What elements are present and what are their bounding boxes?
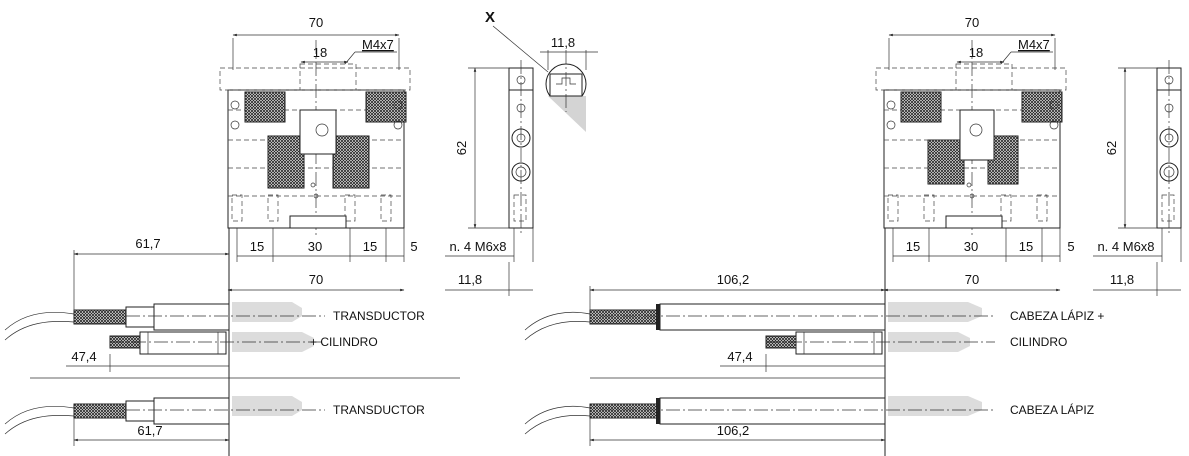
detail-x-label: X — [485, 9, 495, 26]
left-assembly: 70 18 M4x7 15 30 15 5 70 — [4, 9, 598, 456]
left-bottom-width-label: 70 — [309, 272, 323, 287]
right-spacing-2: 30 — [964, 239, 978, 254]
right-dim-spacing: 15 30 15 5 — [892, 228, 1075, 262]
right-spacing-3: 15 — [1019, 239, 1033, 254]
left-transducer-bottom: TRANSDUCTOR 61,7 — [4, 396, 425, 446]
left-side-view: 62 n. 4 M6x8 11,8 — [445, 60, 534, 296]
left-detail-x: X 11,8 — [485, 9, 598, 132]
right-assembly: 70 18 M4x7 15 30 15 5 70 — [524, 15, 1182, 456]
left-holes-label: n. 4 M6x8 — [449, 239, 506, 254]
left-dim-bottom-width: 70 — [227, 272, 405, 292]
right-cylinder: CILINDRO 47,4 — [720, 331, 1067, 372]
right-height-label: 62 — [1104, 141, 1119, 155]
right-dim-slot: 18 M4x7 — [956, 37, 1053, 65]
right-head-bottom: CABEZA LÁPIZ 106,2 — [524, 396, 1094, 446]
left-spacing-1: 15 — [250, 239, 264, 254]
right-dim-top-width: 70 — [888, 15, 1056, 70]
left-offset-transducer-top: 61,7 — [135, 236, 160, 251]
left-dim-spacing: 15 30 15 5 — [236, 228, 418, 262]
right-thread-label: M4x7 — [1018, 37, 1050, 52]
right-spacing-4: 5 — [1067, 239, 1074, 254]
label-transducer-top: TRANSDUCTOR — [333, 309, 425, 323]
right-side-view: 62 n. 4 M6x8 11,8 — [1093, 60, 1182, 296]
left-slot-label: 18 — [313, 45, 327, 60]
left-top-width-label: 70 — [309, 15, 323, 30]
right-dim-bottom-width: 70 — [883, 272, 1061, 292]
label-transducer-bottom: TRANSDUCTOR — [333, 403, 425, 417]
label-head-bottom: CABEZA LÁPIZ — [1010, 402, 1094, 417]
left-transducer-top: TRANSDUCTOR 61,7 — [4, 236, 425, 341]
right-bottom-width-label: 70 — [965, 272, 979, 287]
left-offset-transducer-bottom: 61,7 — [137, 423, 162, 438]
right-holes-label: n. 4 M6x8 — [1097, 239, 1154, 254]
left-side-depth-bottom: 11,8 — [458, 272, 482, 287]
label-cylinder-left: + CILINDRO — [310, 335, 378, 349]
left-front-view — [219, 40, 411, 236]
left-height-label: 62 — [454, 141, 469, 155]
left-cylinder: + CILINDRO 47,4 — [66, 331, 378, 372]
right-offset-head-bottom: 106,2 — [717, 423, 750, 438]
right-offset-head-top: 106,2 — [717, 272, 750, 287]
right-offset-cylinder: 47,4 — [727, 349, 752, 364]
right-spacing-1: 15 — [906, 239, 920, 254]
right-front-view — [875, 40, 1067, 236]
left-spacing-2: 30 — [308, 239, 322, 254]
label-head-top: CABEZA LÁPIZ + — [1010, 308, 1104, 323]
left-thread-label: M4x7 — [362, 37, 394, 52]
right-side-depth: 11,8 — [1110, 272, 1134, 287]
right-top-width-label: 70 — [965, 15, 979, 30]
left-offset-cylinder: 47,4 — [71, 349, 96, 364]
left-dim-top-width: 70 — [232, 15, 400, 70]
left-detail-depth: 11,8 — [551, 35, 575, 50]
label-cylinder-right: CILINDRO — [1010, 335, 1067, 349]
left-dim-slot: 18 M4x7 — [300, 37, 397, 65]
left-spacing-4: 5 — [410, 239, 417, 254]
left-spacing-3: 15 — [363, 239, 377, 254]
right-head-top: CABEZA LÁPIZ + 106,2 — [524, 272, 1104, 341]
right-slot-label: 18 — [969, 45, 983, 60]
